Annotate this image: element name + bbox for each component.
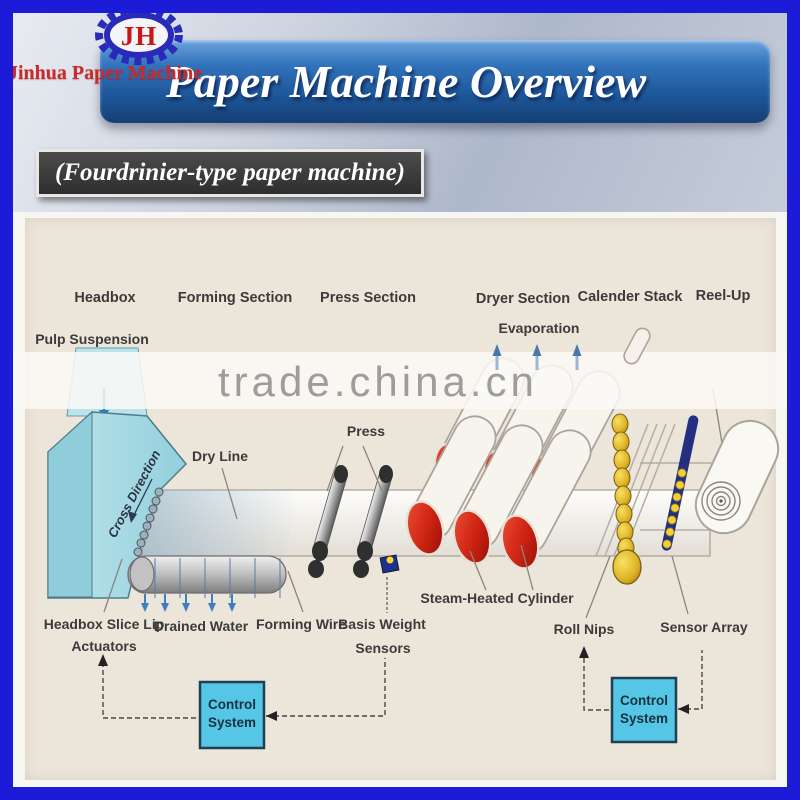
logo-monogram: JH (121, 21, 158, 51)
page-title: Paper Machine Overview (165, 56, 647, 107)
subtitle-banner: (Fourdrinier-type paper machine) (36, 149, 424, 197)
company-name: Jinhua Paper Machine (8, 62, 203, 84)
title-banner: Paper Machine Overview (100, 40, 770, 123)
gear-logo-icon: JH (95, 5, 183, 65)
gear-ring (104, 12, 174, 58)
diagram-panel (25, 218, 776, 780)
company-logo: JH (93, 2, 185, 68)
